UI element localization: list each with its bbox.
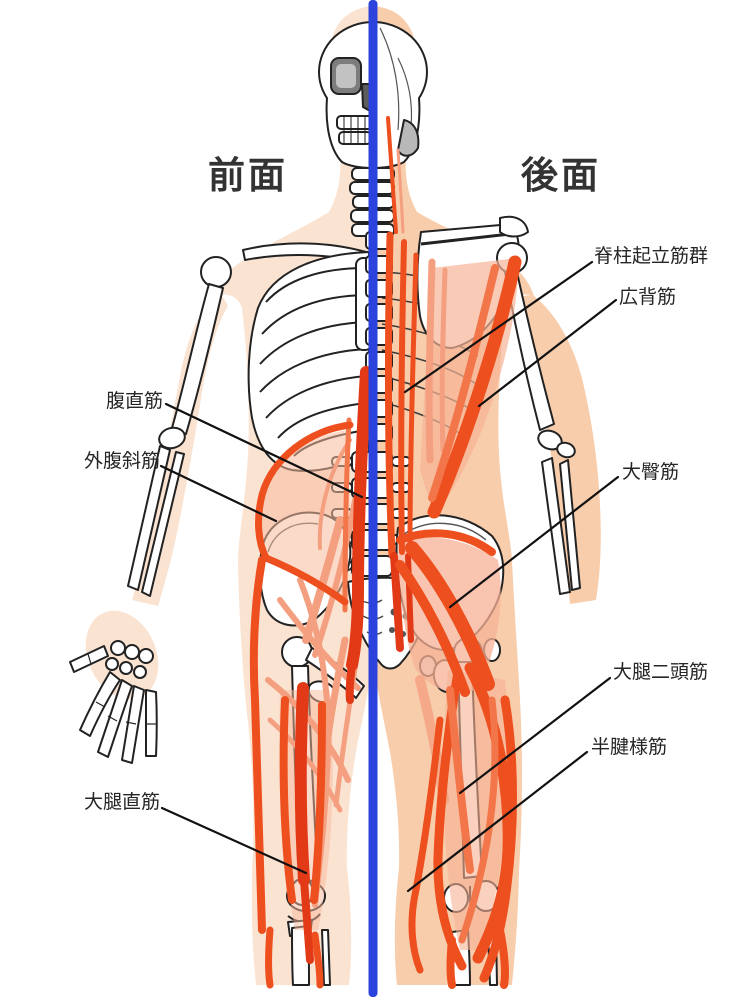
eye-socket-inner	[336, 64, 356, 88]
midline-divider	[368, 0, 378, 997]
leader-lines	[159, 260, 620, 893]
leader-latissimus	[477, 298, 618, 408]
teeth-upper	[336, 115, 373, 130]
ribcage-front	[247, 251, 373, 472]
label-biceps-femoris: 大腿二頭筋	[613, 662, 709, 683]
leader-rectus-abdominis	[164, 402, 364, 499]
leader-erector-spinae	[403, 260, 594, 394]
label-gluteus-maximus: 大臀筋	[622, 462, 680, 483]
label-rectus-femoris: 大腿直筋	[84, 792, 161, 813]
view-label-back: 後面	[521, 155, 601, 196]
skull-suture	[397, 57, 413, 128]
muscle-hamstrings	[408, 662, 517, 989]
label-external-oblique: 外腹斜筋	[84, 451, 161, 472]
leader-rectus-femoris	[160, 806, 308, 875]
scapula-spine	[420, 232, 511, 246]
leader-gluteus	[448, 475, 620, 609]
view-label-front: 前面	[208, 155, 288, 196]
leader-external-oblique	[159, 464, 278, 523]
leader-biceps-femoris	[458, 676, 612, 795]
label-erector-spinae: 脊柱起立筋群	[594, 246, 709, 267]
muscle-erector-spinae	[384, 116, 419, 652]
hand-left	[69, 640, 158, 764]
muscle-rectus-abdominis	[342, 366, 372, 704]
skull-suture	[379, 27, 400, 131]
mastoid	[397, 119, 420, 157]
label-semitendinosus: 半腱様筋	[591, 737, 668, 758]
muscles	[249, 116, 522, 989]
label-rectus-abdominis: 腹直筋	[106, 391, 164, 412]
label-latissimus-dorsi: 広背筋	[619, 287, 677, 308]
leader-semitendinosus	[406, 750, 589, 893]
muscle-latissimus-dorsi	[427, 255, 522, 519]
silhouette-front-arm	[132, 295, 228, 606]
muscle-quadriceps	[249, 556, 326, 989]
arm-left	[69, 256, 232, 764]
acromion	[499, 215, 529, 238]
muscle-external-oblique	[255, 421, 354, 606]
